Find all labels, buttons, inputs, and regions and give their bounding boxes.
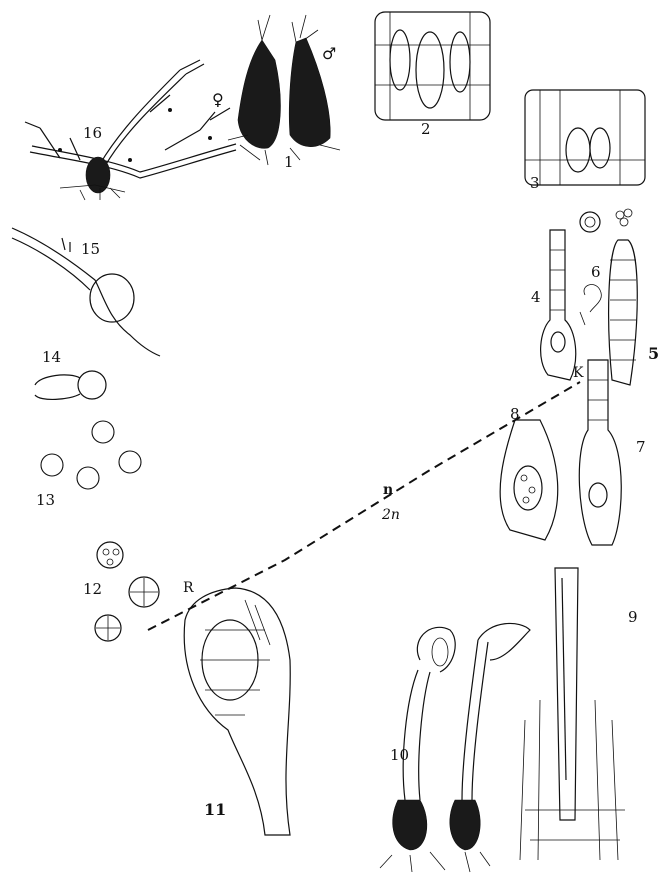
male-symbol: ♂ (322, 46, 336, 62)
figure-label-3: 3 (530, 176, 540, 191)
archegonium-drawing (541, 230, 576, 380)
figure-label-16: 16 (83, 126, 102, 141)
figure-label-11: 11 (204, 802, 226, 818)
figure-label-8: 8 (510, 407, 520, 422)
capsule-section-drawing (184, 588, 290, 835)
young-sporophyte-drawing (520, 568, 625, 860)
spore-tetrads-drawing (95, 542, 159, 641)
figure-label-2: 2 (421, 122, 431, 137)
gametophyte-plants-drawing (228, 15, 340, 165)
figure-label-14: 14 (42, 350, 61, 365)
figure-label-9: 9 (628, 610, 638, 625)
figure-label-5: 5 (648, 346, 659, 362)
female-symbol: ♀ (212, 92, 224, 108)
embryo-drawing (500, 420, 558, 540)
fertilized-archegonium-drawing (579, 360, 621, 545)
germinating-spore-drawing (35, 371, 106, 399)
archegonia-cluster-drawing (525, 90, 645, 185)
figure-label-6: 6 (591, 265, 601, 280)
antheridia-cluster-drawing (375, 12, 490, 120)
spores-drawing (41, 421, 141, 489)
figure-label-4: 4 (531, 290, 541, 305)
figure-label-13: 13 (36, 493, 55, 508)
haploid-label: n (383, 483, 393, 497)
figure-label-10: 10 (390, 748, 409, 763)
figure-label-1: 1 (284, 155, 294, 170)
figure-label-12: 12 (83, 582, 102, 597)
annotation-r: R (183, 581, 194, 595)
antheridium-drawing (609, 209, 638, 385)
figure-label-15: 15 (81, 242, 100, 257)
annotation-k: K (573, 366, 583, 380)
figure-label-7: 7 (636, 440, 646, 455)
diploid-label: 2n (382, 508, 400, 522)
protonema-with-buds-drawing (25, 60, 236, 200)
